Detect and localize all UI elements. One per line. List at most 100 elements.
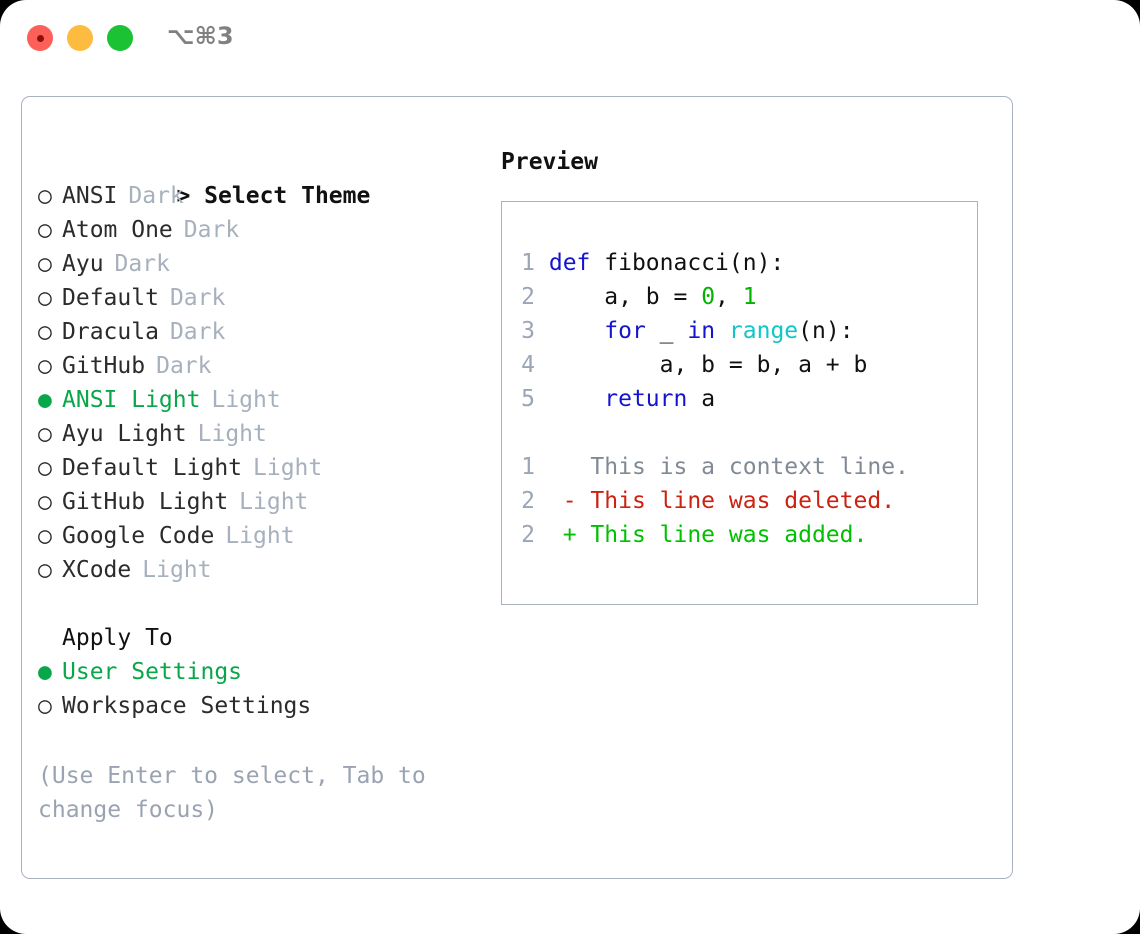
apply-to-header: Apply To — [62, 625, 173, 651]
select-theme-header-text: > Select Theme — [176, 183, 371, 209]
theme-option-kind: Light — [197, 421, 267, 447]
radio-unselected-icon: ○ — [38, 523, 52, 549]
theme-option-kind: Dark — [114, 251, 170, 277]
code-line: 4 a, b = b, a + b — [513, 348, 867, 382]
title-bar: ⌥⌘3 — [0, 0, 1140, 78]
apply-to-option-row[interactable]: ● User Settings — [38, 655, 508, 689]
code-token-plain: _ — [645, 318, 688, 344]
code-token-kw: def — [548, 250, 605, 276]
code-token-plain: , — [715, 284, 743, 310]
keyboard-hint-text: (Use Enter to select, Tab to change focu… — [38, 763, 440, 823]
radio-selected-icon: ● — [38, 659, 52, 685]
radio-unselected-icon: ○ — [38, 285, 52, 311]
code-line: 5 return a — [513, 382, 867, 416]
close-window-button[interactable] — [27, 25, 53, 51]
theme-option-kind: Dark — [183, 217, 240, 243]
theme-option-row[interactable]: ● ANSI Light Light — [38, 383, 508, 417]
radio-unselected-icon: ○ — [38, 319, 52, 345]
theme-option-name: Google Code — [62, 523, 215, 549]
code-token-plain: (n): — [798, 318, 854, 344]
radio-unselected-icon: ○ — [38, 217, 52, 243]
theme-option-row[interactable]: ○ GitHub Dark — [38, 349, 508, 383]
theme-option-row[interactable]: ○ XCode Light — [38, 553, 508, 587]
code-token-plain: a — [687, 386, 716, 412]
apply-to-option-name: User Settings — [62, 659, 243, 685]
traffic-lights — [27, 25, 133, 51]
preview-column: Preview 1 def fibonacci(n):2 a, b = 0, 1… — [501, 145, 1001, 605]
radio-unselected-icon: ○ — [38, 183, 52, 209]
diff-line-number: 2 — [521, 522, 535, 548]
code-token-plain — [715, 318, 729, 344]
diff-line: 1 This is a context line. — [513, 450, 909, 484]
theme-option-name: Default — [62, 285, 159, 311]
code-token-kw: return — [604, 386, 688, 412]
code-token-plain — [549, 386, 604, 412]
code-token-plain: a, b = b, a + b — [548, 352, 868, 378]
radio-unselected-icon: ○ — [38, 489, 52, 515]
code-token-plain — [549, 318, 604, 344]
apply-to-list[interactable]: ● User Settings ○ Workspace Settings — [38, 655, 508, 723]
theme-option-kind: Dark — [156, 353, 212, 379]
diff-line-number: 2 — [521, 488, 535, 514]
apply-to-option-name: Workspace Settings — [62, 693, 312, 719]
code-token-plain: (n): — [728, 250, 785, 276]
code-token-num: 0 — [701, 284, 716, 310]
code-line-number: 5 — [521, 386, 535, 412]
theme-option-row[interactable]: ○ Ayu Light Light — [38, 417, 508, 451]
hint-spacer — [38, 723, 508, 753]
theme-option-kind: Light — [142, 557, 212, 583]
diff-sign: - — [562, 488, 577, 514]
diff-sign: + — [562, 522, 577, 548]
theme-option-name: Ayu Light — [62, 421, 187, 447]
code-token-num: 1 — [742, 284, 757, 310]
theme-option-name: Ayu — [62, 251, 104, 277]
minimize-window-button[interactable] — [67, 25, 93, 51]
theme-option-name: ANSI — [62, 183, 118, 209]
maximize-window-button[interactable] — [107, 25, 133, 51]
diff-sign — [563, 454, 577, 480]
theme-option-row[interactable]: ○ Atom One Dark — [38, 213, 508, 247]
diff-line: 2 - This line was deleted. — [513, 484, 909, 518]
code-line-number: 4 — [521, 352, 535, 378]
theme-option-name: GitHub — [62, 353, 146, 379]
diff-line: 2 + This line was added. — [513, 518, 909, 552]
radio-unselected-icon: ○ — [38, 421, 52, 447]
theme-option-name: XCode — [62, 557, 132, 583]
theme-option-row[interactable]: ○ Dracula Dark — [38, 315, 508, 349]
radio-unselected-icon: ○ — [38, 557, 52, 583]
code-line-number: 1 — [521, 250, 535, 276]
theme-option-name: Atom One — [62, 217, 173, 243]
preview-title: Preview — [501, 149, 598, 175]
radio-selected-icon: ● — [38, 387, 52, 413]
diff-sample: 1 This is a context line.2 - This line w… — [513, 450, 909, 552]
diff-text: This line was deleted. — [576, 488, 896, 514]
radio-unselected-icon: ○ — [38, 455, 52, 481]
diff-line-number: 1 — [521, 454, 535, 480]
apply-to-option-row[interactable]: ○ Workspace Settings — [38, 689, 508, 723]
keyboard-shortcut-label: ⌥⌘3 — [167, 22, 234, 50]
theme-option-kind: Light — [211, 387, 281, 413]
theme-option-kind: Light — [239, 489, 309, 515]
radio-unselected-icon: ○ — [38, 693, 52, 719]
theme-option-name: Dracula — [62, 319, 159, 345]
radio-unselected-icon: ○ — [38, 353, 52, 379]
select-theme-header: > Select Theme — [38, 145, 508, 209]
theme-option-name: ANSI Light — [62, 387, 201, 413]
code-line: 3 for _ in range(n): — [513, 314, 867, 348]
code-line: 1 def fibonacci(n): — [513, 246, 867, 280]
code-token-fn: range — [728, 318, 799, 344]
code-line: 2 a, b = 0, 1 — [513, 280, 867, 314]
theme-option-kind: Dark — [169, 319, 226, 345]
theme-option-kind: Light — [253, 455, 323, 481]
